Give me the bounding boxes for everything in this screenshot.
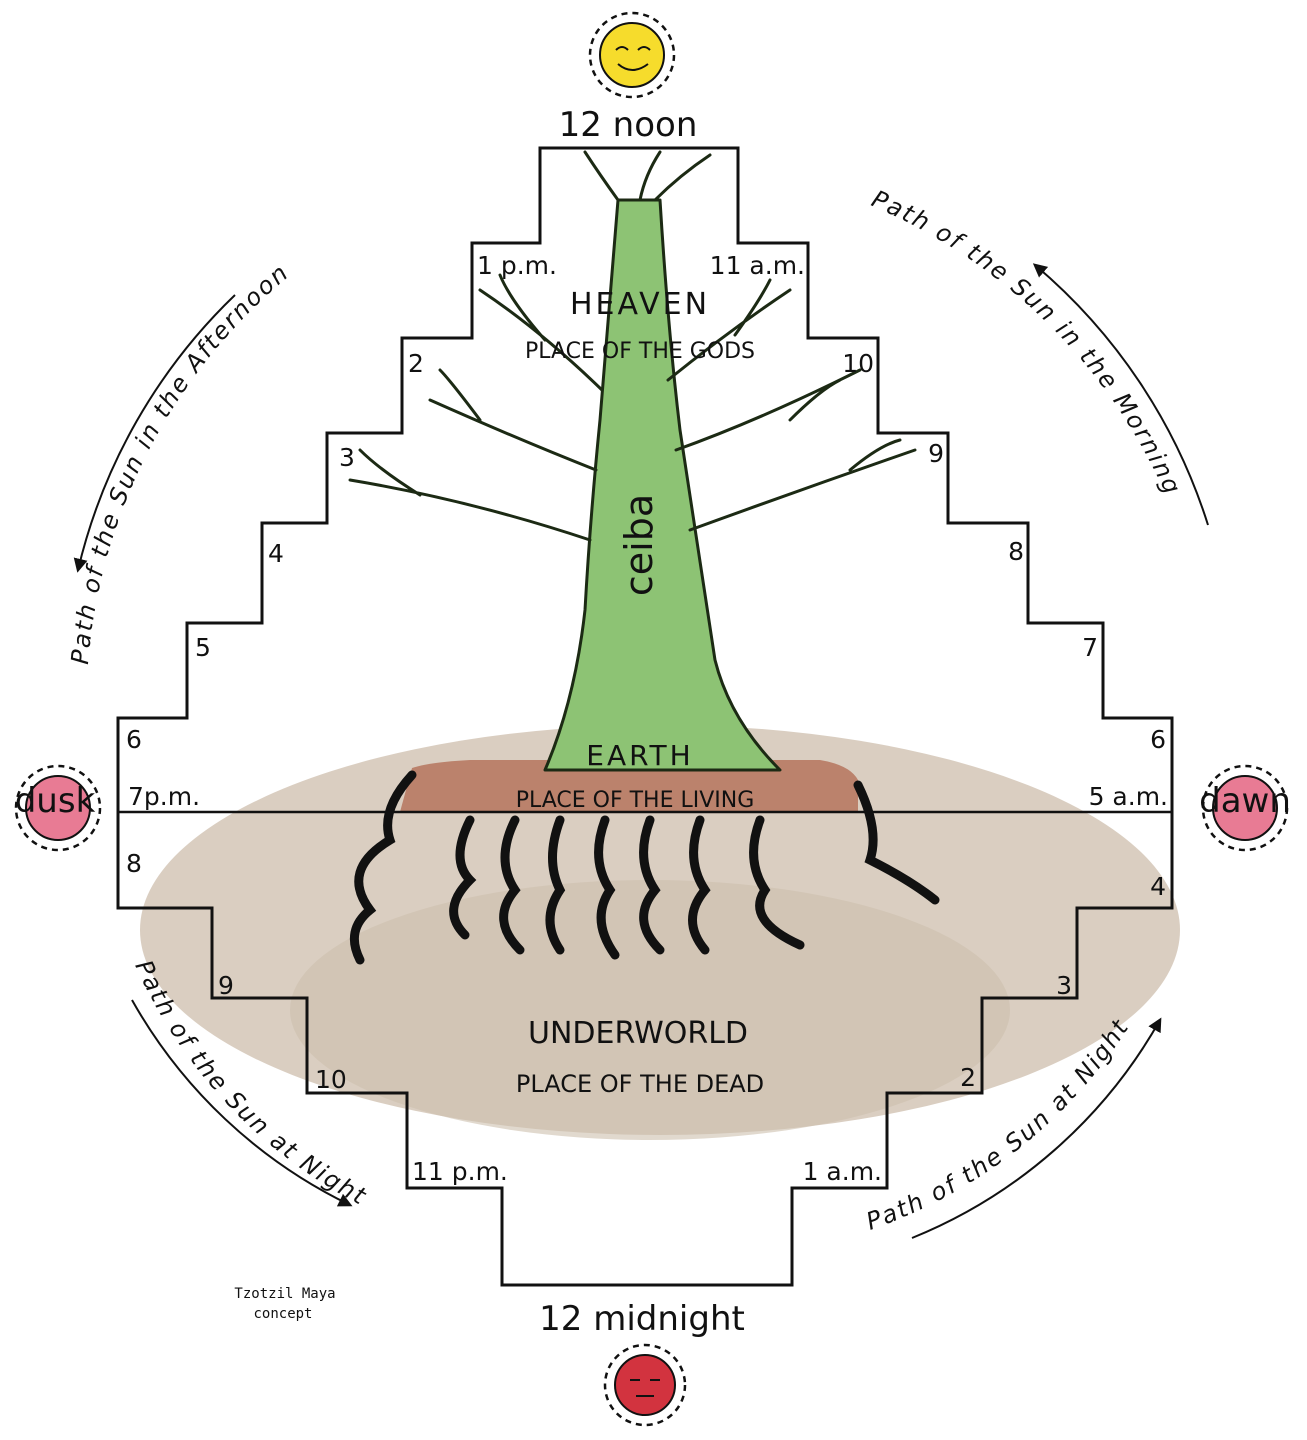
credit-line1: Tzotzil Maya	[234, 1286, 335, 1302]
hour-1pm: 1 p.m.	[477, 251, 557, 280]
hour-3pm: 3	[339, 443, 355, 472]
sun-midnight-icon	[603, 1343, 687, 1427]
label-noon: 12 noon	[559, 105, 698, 145]
hour-5pm: 5	[195, 633, 211, 662]
label-dusk: dusk	[15, 781, 96, 821]
hour-7pm: 7p.m.	[128, 782, 200, 811]
earth-band	[400, 760, 858, 812]
sun-dawn-icon	[1201, 764, 1289, 852]
stepped-pyramid-outline	[116, 146, 1174, 1287]
label-midnight: 12 midnight	[539, 1299, 745, 1339]
hour-1am: 1 a.m.	[803, 1157, 882, 1186]
hour-5am: 5 a.m.	[1089, 782, 1168, 811]
underworld-shading	[140, 725, 1180, 1140]
hour-4pm: 4	[268, 539, 284, 568]
tree-roots	[349, 770, 940, 965]
hour-7am: 7	[1082, 633, 1098, 662]
hour-11am: 11 a.m.	[710, 251, 805, 280]
heaven-title: HEAVEN	[570, 287, 710, 322]
hour-9pm: 9	[218, 971, 234, 1000]
hour-6pm: 6	[126, 725, 142, 754]
underworld-subtitle: PLACE OF THE DEAD	[516, 1070, 764, 1098]
ceiba-tree	[348, 150, 917, 772]
arc-night-right-arrow	[911, 1017, 1162, 1239]
earth-subtitle: PLACE OF THE LIVING	[516, 788, 755, 813]
hour-2am: 2	[960, 1063, 976, 1092]
heaven-subtitle: PLACE OF THE GODS	[525, 339, 755, 364]
earth-title: EARTH	[586, 739, 693, 772]
arc-night-left-arrow	[131, 999, 353, 1207]
arc-afternoon-arrow	[73, 294, 236, 573]
path-morning-label: Path of the Sun in the Morning	[868, 185, 1187, 500]
hour-9am: 9	[928, 439, 944, 468]
sun-dusk-icon	[14, 764, 102, 852]
hour-3am: 3	[1056, 971, 1072, 1000]
credit-line2: concept	[253, 1306, 312, 1322]
hour-6am: 6	[1150, 725, 1166, 754]
underworld-title: UNDERWORLD	[528, 1016, 748, 1051]
arc-morning-arrow	[1032, 263, 1209, 526]
tree-label: ceiba	[617, 494, 661, 596]
hour-11pm: 11 p.m.	[412, 1157, 508, 1186]
hour-10pm: 10	[315, 1065, 347, 1094]
hour-4am: 4	[1150, 872, 1166, 901]
hour-2pm: 2	[408, 349, 424, 378]
label-dawn: dawn	[1199, 781, 1291, 821]
sun-noon-icon	[588, 11, 676, 99]
hour-8am: 8	[1008, 537, 1024, 566]
hour-8pm: 8	[126, 849, 142, 878]
path-afternoon-label: Path of the Sun in the Afternoon	[66, 258, 295, 666]
hour-10am: 10	[842, 349, 874, 378]
